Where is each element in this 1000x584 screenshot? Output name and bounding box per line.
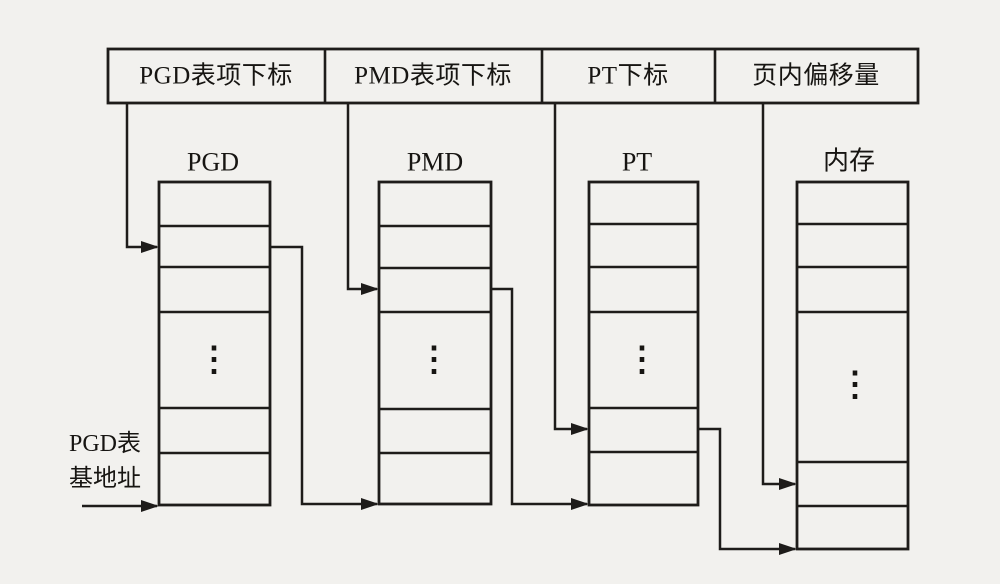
pgd-base-address-label: PGD表 基地址 <box>69 430 141 492</box>
address-bar-outline <box>106 47 920 105</box>
pt-table-outline <box>587 180 700 507</box>
field-pt-index-label: PT下标 <box>587 62 668 90</box>
field-pgd-index-label: PGD表项下标 <box>139 62 293 90</box>
pmd-table-title: PMD <box>407 148 463 177</box>
pt-table: PT ⋮ <box>587 148 700 507</box>
pgd-base-address-label-line1: PGD表 <box>69 430 141 457</box>
pgd-table: PGD ⋮ <box>157 148 272 507</box>
field-page-offset-label: 页内偏移量 <box>752 62 880 90</box>
pgd-ellipsis: ⋮ <box>197 342 231 379</box>
pmd-table-outline <box>377 180 493 506</box>
arrow-pt-index-to-pt-entry <box>553 103 589 435</box>
memory-table-title: 内存 <box>823 147 875 176</box>
memory-ellipsis: ⋮ <box>838 367 872 404</box>
arrow-pmd-index-to-pmd-entry <box>346 103 379 295</box>
pmd-table: PMD ⋮ <box>377 148 493 506</box>
virtual-address-bar: PGD表项下标 PMD表项下标 PT下标 页内偏移量 <box>106 47 920 105</box>
pgd-base-address-label-line2: 基地址 <box>69 465 141 492</box>
memory-table: 内存 ⋮ <box>795 147 910 551</box>
arrow-pmd-entry-to-pt-base <box>491 287 589 510</box>
pt-table-title: PT <box>622 148 652 177</box>
arrow-page-offset-to-memory-cell <box>761 103 797 490</box>
pt-ellipsis: ⋮ <box>625 342 659 379</box>
pgd-table-outline <box>157 180 272 507</box>
arrow-pt-entry-to-page-base <box>698 427 797 555</box>
arrow-pgd-entry-to-pmd-base <box>270 245 379 510</box>
pgd-table-title: PGD <box>187 148 239 177</box>
memory-table-outline <box>795 180 910 551</box>
field-pmd-index-label: PMD表项下标 <box>354 62 512 90</box>
arrow-pgd-index-to-pgd-entry <box>125 103 159 253</box>
pmd-ellipsis: ⋮ <box>417 342 451 379</box>
